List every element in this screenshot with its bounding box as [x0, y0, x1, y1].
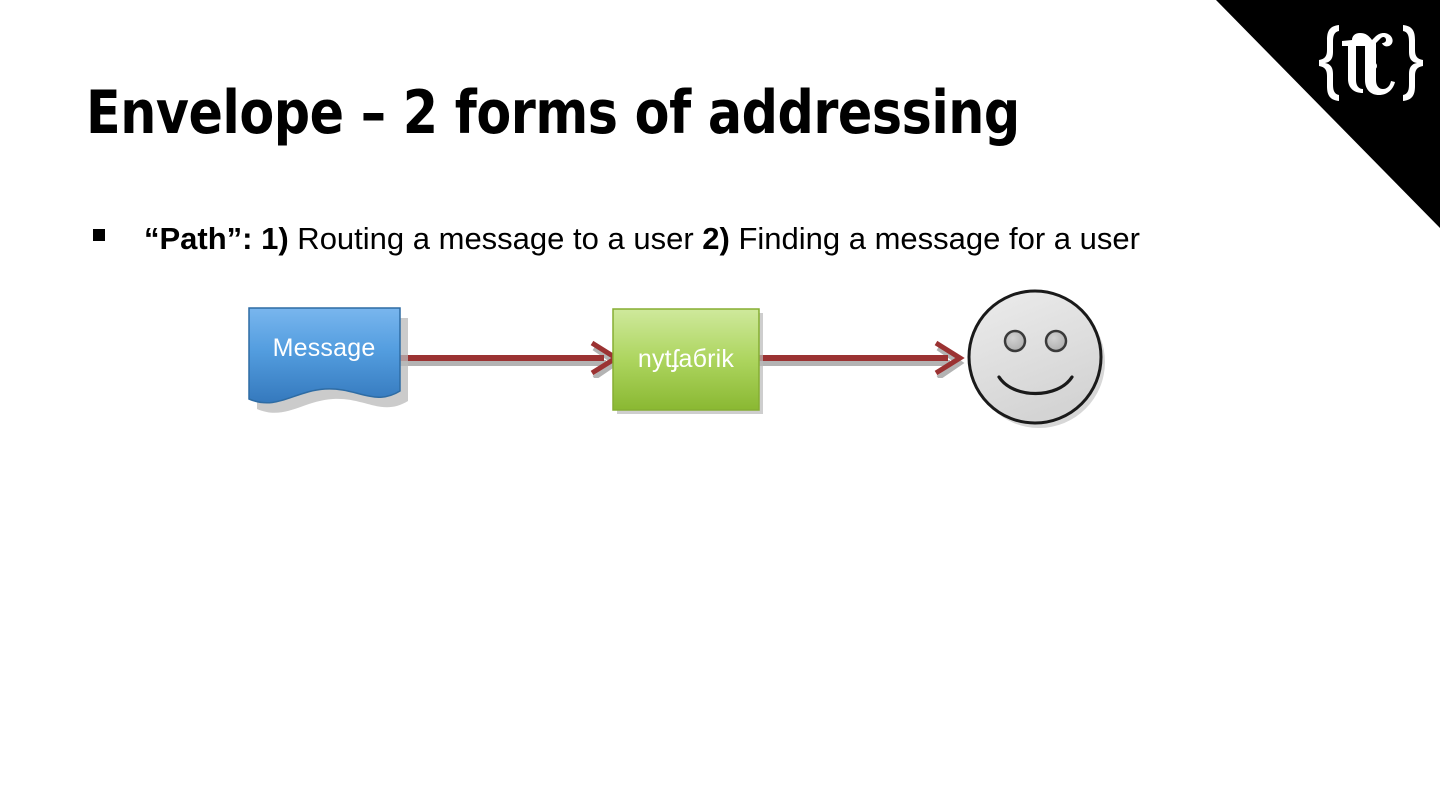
node-message[interactable]: [243, 300, 408, 418]
arrow-nytfabrik-to-user[interactable]: [752, 338, 972, 378]
bullet-regular-1: Routing a message to a user: [288, 221, 703, 256]
bullet-bold-path: “Path”: 1): [144, 221, 289, 256]
arrow-message-to-nytfabrik[interactable]: [388, 338, 628, 378]
bullet-bold-two: 2): [702, 221, 730, 256]
bullet-regular-2: Finding a message for a user: [729, 221, 1140, 256]
nyt-open-logo: [1202, 0, 1440, 230]
nyt-blackletter-t-icon: [1319, 25, 1423, 101]
body-content: “Path”: 1) Routing a message to a user 2…: [88, 215, 1338, 262]
node-nytfabrik[interactable]: [608, 305, 766, 417]
node-user-smiley-icon[interactable]: [963, 286, 1115, 431]
bullet-square-icon: [93, 229, 105, 241]
list-item: “Path”: 1) Routing a message to a user 2…: [88, 215, 1338, 262]
page-title: Envelope – 2 forms of addressing: [86, 78, 1020, 148]
bullet-text: “Path”: 1) Routing a message to a user 2…: [144, 221, 1140, 256]
corner-triangle-decoration: [1216, 0, 1440, 228]
